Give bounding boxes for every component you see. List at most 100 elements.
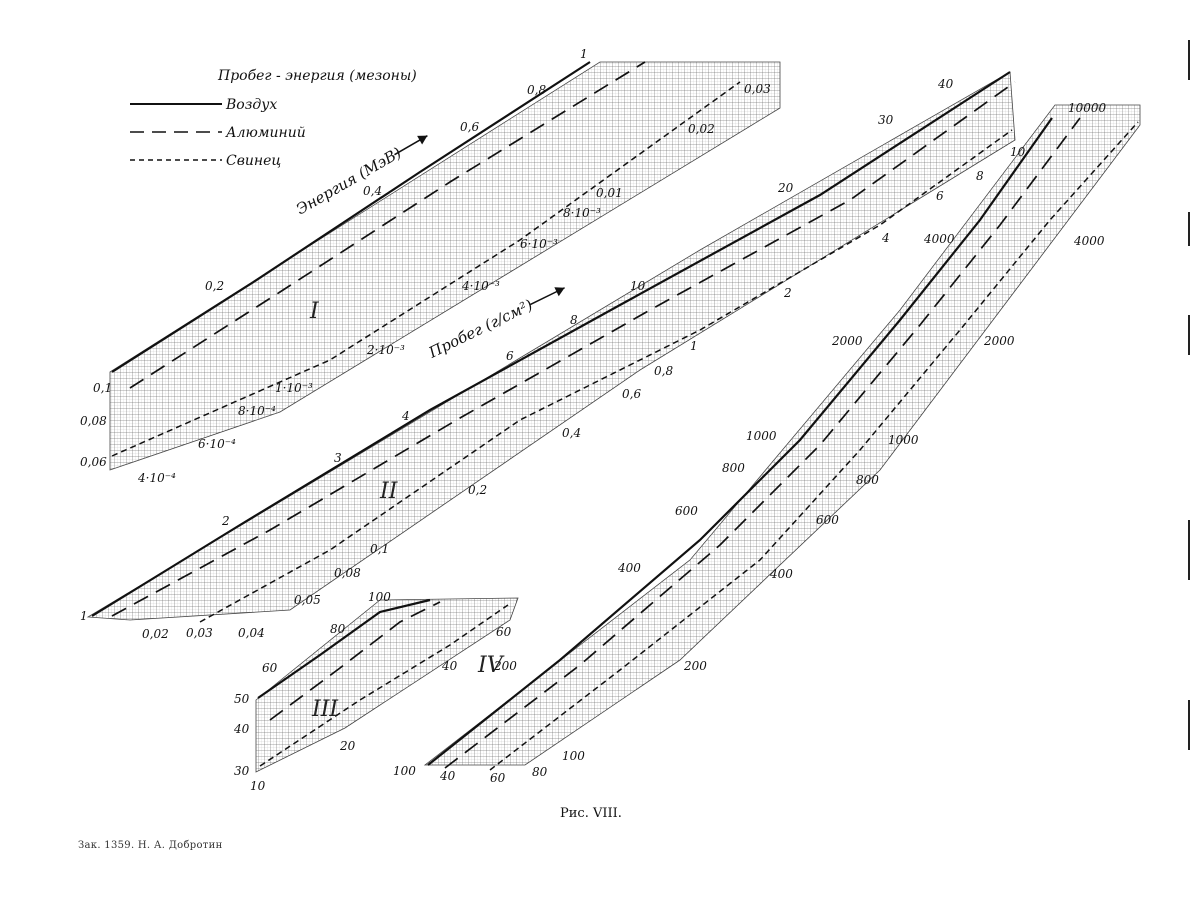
panel-II-range-tick-5: 0,1 (370, 542, 389, 556)
panel-I-lead-tick-3: 1·10⁻³ (275, 381, 313, 395)
panel-III-energy-tick-0: 30 (234, 764, 250, 778)
panel-I-lead-tick-0: 4·10⁻⁴ (137, 471, 176, 485)
panel-I-pb-curve (111, 81, 741, 457)
panel-II-range-tick-8: 0,6 (622, 387, 641, 401)
panel-I-energy-tick-3: 0,6 (460, 120, 479, 134)
panel-III-range-tick-1: 20 (339, 739, 356, 753)
panel-IV-range-tick-1: 60 (490, 771, 506, 785)
panel-I-lead-tick-1: 6·10⁻⁴ (198, 437, 236, 451)
panel-I-al-curve (129, 61, 646, 389)
panel-II-pb-curve (199, 129, 1013, 623)
panel-II-range-tick-15: 10 (1010, 145, 1026, 159)
panel-IV-energy-tick-7: 4000 (923, 232, 955, 246)
panel-IV-range-tick-5: 400 (769, 567, 793, 581)
curves (91, 61, 1139, 771)
panel-II-range-tick-3: 0,05 (294, 593, 321, 607)
panel-III-energy-tick-3: 60 (262, 661, 278, 675)
axis-energy-arrowhead (417, 135, 428, 145)
panel-II-range-tick-4: 0,08 (334, 566, 361, 580)
panel-III-energy-tick-4: 80 (330, 622, 346, 636)
panel-II-range-tick-12: 4 (881, 231, 890, 245)
panel-I-lead-tick-2: 8·10⁻⁴ (238, 404, 276, 418)
panel-II-range-tick-13: 6 (936, 189, 944, 203)
panel-III-pb-curve (259, 604, 509, 767)
axis-range-arrowhead (554, 287, 565, 297)
panel-label-II: II (379, 479, 399, 504)
panel-IV-energy-tick-6: 2000 (831, 334, 863, 348)
legend-lead: Свинец (226, 153, 281, 169)
panel-IV-range-tick-10: 4000 (1073, 234, 1105, 248)
grid-bands (86, 61, 1141, 773)
panel-II-energy-tick-7: 20 (777, 181, 794, 195)
panel-IV-energy-tick-5: 1000 (746, 429, 777, 443)
scan-edge-mark (1188, 700, 1190, 750)
scan-edge-mark (1188, 212, 1190, 246)
chart-title: Пробег - энергия (мезоны) (217, 68, 417, 84)
panel-II-range-tick-14: 8 (976, 169, 984, 183)
panel-IV-range-tick-6: 600 (816, 513, 839, 527)
panel-label-I: I (309, 299, 320, 324)
panel-I-lead-tick-9: 0,02 (688, 122, 715, 136)
panel-I-grid-fine (110, 62, 780, 470)
panel-IV-grid-fine (425, 105, 1140, 765)
panel-II-energy-tick-4: 6 (506, 349, 514, 363)
panel-label-IV: IV (477, 653, 505, 678)
panel-I-lead-tick-6: 6·10⁻³ (520, 237, 558, 251)
panel-I-air-curve (111, 61, 591, 373)
panel-II-range-tick-2: 0,04 (238, 626, 265, 640)
panel-I-lead-tick-8: 0,01 (596, 186, 623, 200)
panel-III-range-tick-3: 60 (496, 625, 512, 639)
panel-IV-energy-tick-2: 400 (617, 561, 641, 575)
panel-I-lead-tick-7: 8·10⁻³ (563, 206, 601, 220)
panel-I-energy-tick-1: 0,2 (205, 279, 224, 293)
panel-II-range-tick-7: 0,4 (562, 426, 581, 440)
panel-III-energy-tick-5: 100 (368, 590, 391, 604)
panel-I-lead-tick-10: 0,03 (744, 82, 771, 96)
panel-IV-energy-tick-4: 800 (722, 461, 745, 475)
panel-IV-energy-tick-8: 10000 (1068, 101, 1107, 115)
panel-IV-range-tick-8: 1000 (888, 433, 919, 447)
legend-aluminium: Алюминий (225, 125, 306, 141)
panel-III-al-curve (269, 601, 441, 721)
legend-air: Воздух (225, 97, 277, 113)
panel-III-air-curve (257, 598, 431, 699)
panel-IV-air-curve (427, 117, 1053, 766)
panel-II-energy-tick-6: 10 (630, 279, 646, 293)
panel-III-range-tick-0: 10 (250, 779, 266, 793)
scan-edge-mark (1188, 40, 1190, 80)
panel-IV-range-tick-2: 80 (532, 765, 548, 779)
panel-II-energy-tick-8: 30 (878, 113, 894, 127)
panel-IV-energy-tick-3: 600 (675, 504, 698, 518)
panel-II-range-tick-1: 0,03 (186, 626, 213, 640)
panel-I-lead-tick-5: 4·10⁻³ (461, 279, 500, 293)
panel-II-energy-tick-9: 40 (937, 77, 954, 91)
panel-II-al-curve (111, 81, 1016, 617)
panel-IV-range-tick-3: 100 (562, 749, 585, 763)
panel-label-III: III (311, 697, 339, 722)
panel-II-range-tick-10: 1 (690, 339, 698, 353)
panel-III-range-tick-2: 40 (441, 659, 458, 673)
panel-II-grid-fine (88, 72, 1015, 620)
panel-IV-range-tick-7: 800 (856, 473, 879, 487)
figure-caption: Рис. VIII. (560, 806, 622, 821)
panel-IV-range-tick-0: 40 (439, 769, 456, 783)
panel-III-energy-tick-2: 50 (234, 692, 250, 706)
panel-II-energy-tick-5: 8 (570, 313, 578, 327)
panel-IV-range-tick-4: 200 (683, 659, 707, 673)
panel-II-range-tick-6: 0,2 (468, 483, 487, 497)
panel-IV-al-curve (444, 117, 1081, 769)
panel-III-energy-tick-1: 40 (233, 722, 250, 736)
panel-II-air-curve (91, 71, 1011, 617)
panel-II-energy-tick-1: 2 (221, 514, 230, 528)
panel-II-energy-tick-0: 1 (80, 609, 88, 623)
panel-III-grid-fine (256, 598, 518, 772)
page-footer: Зак. 1359. Н. А. Добротин (78, 840, 223, 851)
legend: Воздух Алюминий Свинец (130, 97, 306, 169)
panel-II-range-tick-0: 0,02 (142, 627, 169, 641)
panel-II-range-tick-11: 2 (783, 286, 792, 300)
scan-edge-mark (1188, 520, 1190, 580)
panel-II-energy-tick-3: 4 (401, 409, 410, 423)
panel-I-air-tick-0: 0,08 (80, 414, 107, 428)
